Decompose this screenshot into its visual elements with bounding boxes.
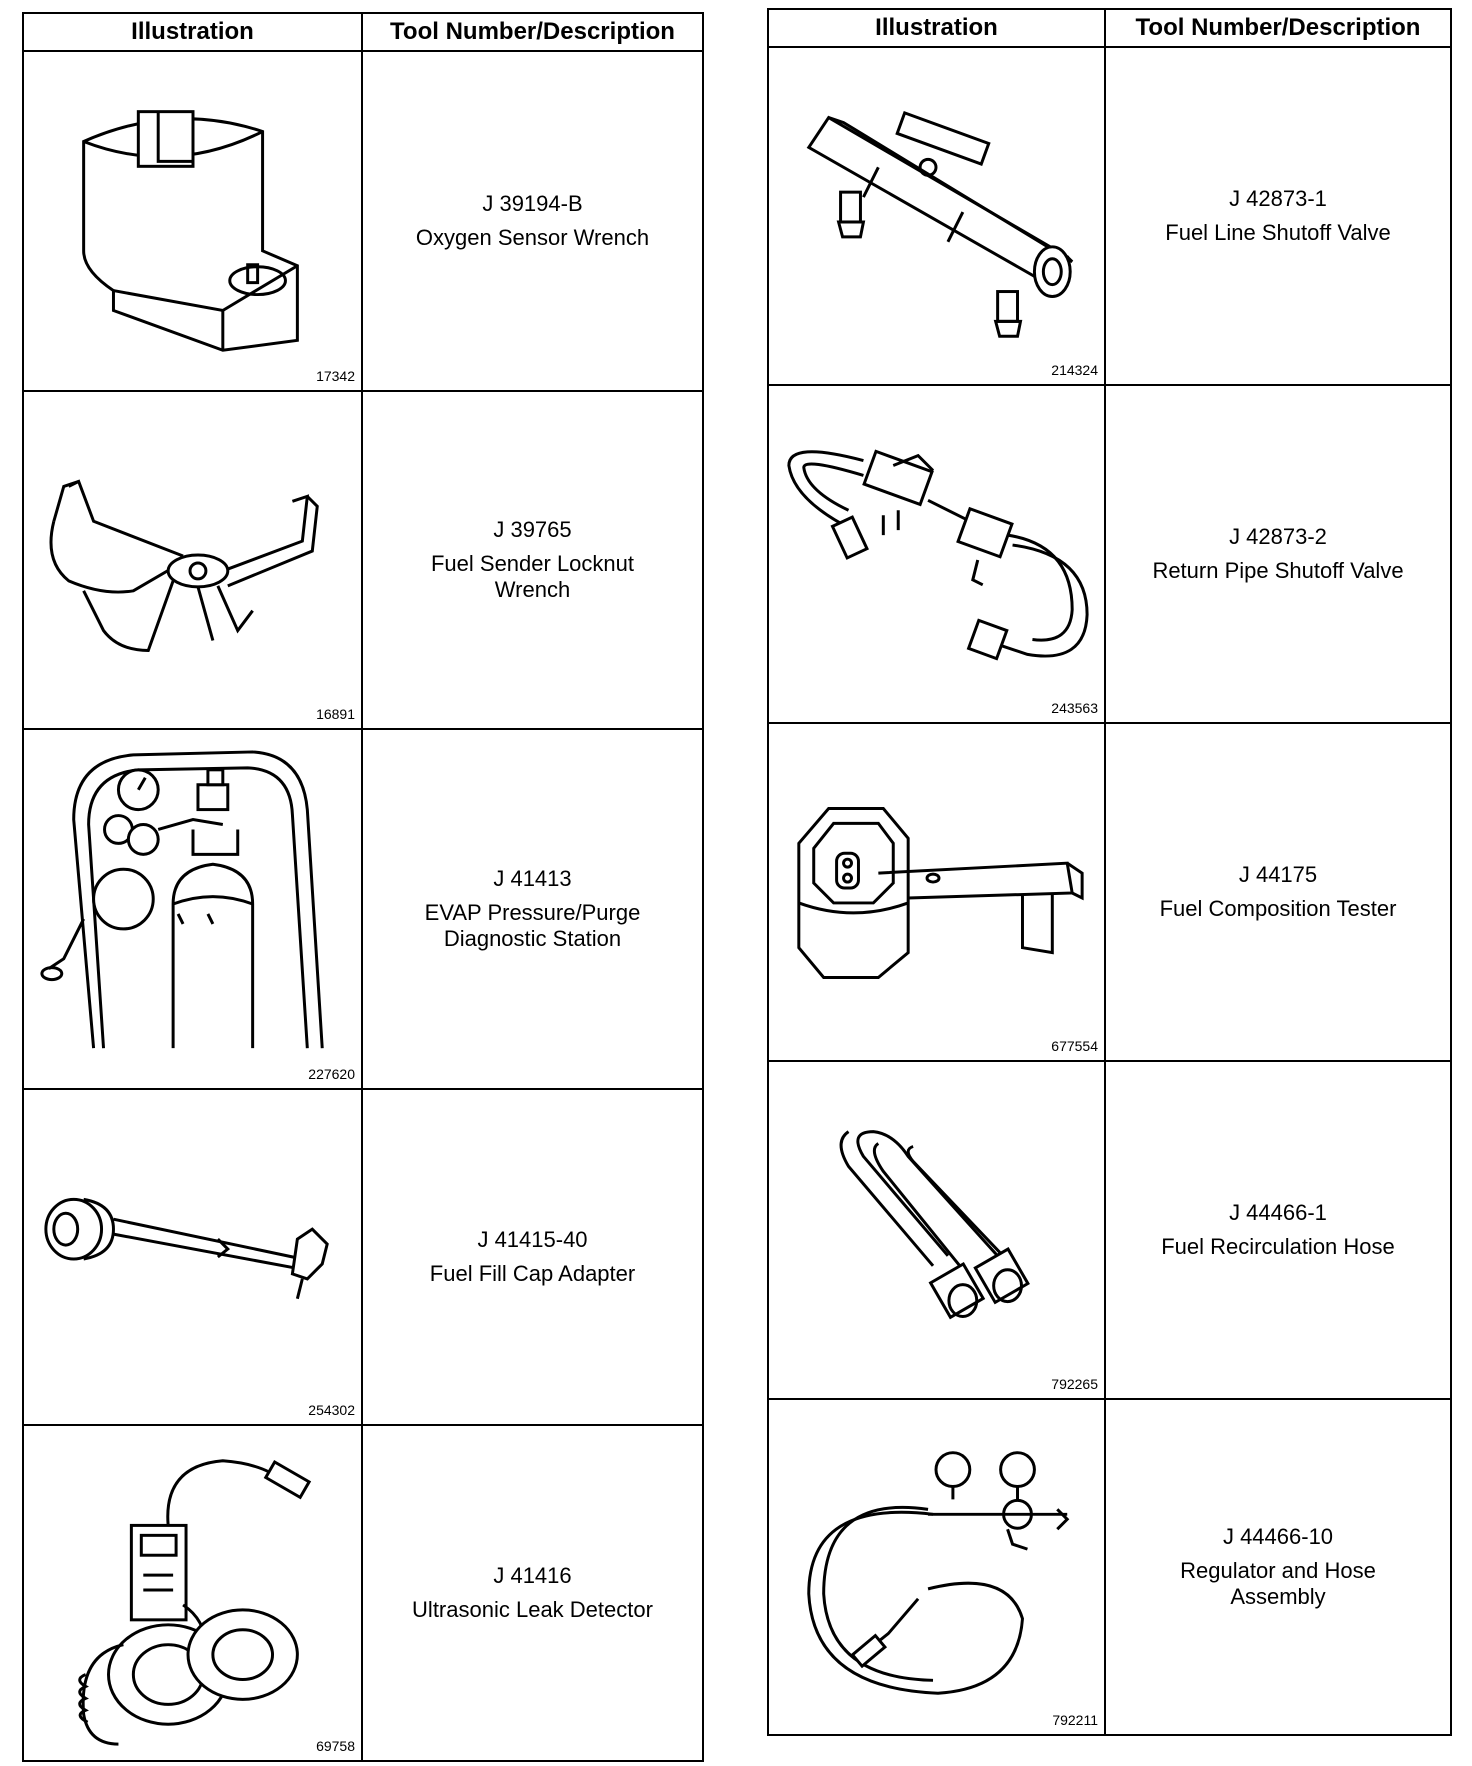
table-row: 677554 J 44175 Fuel Composition Tester [767, 722, 1452, 1062]
figure-number: 69758 [316, 1738, 355, 1754]
tool-description: Regulator and Hose Assembly [1180, 1558, 1376, 1609]
table-row: 214324 J 42873-1 Fuel Line Shutoff Valve [767, 46, 1452, 386]
figure-number: 254302 [308, 1402, 355, 1418]
tool-description-cell: J 39765 Fuel Sender Locknut Wrench [361, 390, 704, 730]
illustration-cell: 254302 [22, 1088, 363, 1426]
table-row: 792265 J 44466-1 Fuel Recirculation Hose [767, 1060, 1452, 1400]
tool-description-cell: J 41416 Ultrasonic Leak Detector [361, 1424, 704, 1762]
tool-description: Return Pipe Shutoff Valve [1152, 558, 1404, 583]
table-row: 16891 J 39765 Fuel Sender Locknut Wrench [22, 390, 704, 730]
figure-number: 792211 [1052, 1712, 1098, 1728]
return-pipe-shutoff-valve-illustration [787, 449, 1089, 661]
table-row: 17342 J 39194-B Oxygen Sensor Wrench [22, 50, 704, 392]
tool-number: J 41413 [493, 866, 572, 891]
table-row: 69758 J 41416 Ultrasonic Leak Detector [22, 1424, 704, 1762]
ultrasonic-leak-detector-illustration [78, 1459, 312, 1746]
regulator-hose-assembly-illustration [807, 1451, 1070, 1695]
illustration-cell: 214324 [767, 46, 1106, 386]
tool-number: J 44175 [1238, 862, 1318, 887]
tool-description-header: Tool Number/Description [1104, 8, 1452, 48]
tool-description-cell: J 44466-1 Fuel Recirculation Hose [1104, 1060, 1452, 1400]
illustration-cell: 16891 [22, 390, 363, 730]
tool-description-cell: J 42873-1 Fuel Line Shutoff Valve [1104, 46, 1452, 386]
illustration-cell: 792265 [767, 1060, 1106, 1400]
illustration-cell: 243563 [767, 384, 1106, 724]
left-tool-table: Illustration Tool Number/Description 173… [22, 12, 704, 1762]
illustration-header: Illustration [22, 12, 363, 52]
tool-number: J 41415-40 [477, 1227, 588, 1252]
tool-description-cell: J 44175 Fuel Composition Tester [1104, 722, 1452, 1062]
tool-number: J 39765 [493, 517, 572, 542]
fuel-line-shutoff-valve-illustration [806, 110, 1074, 338]
tool-number: J 39194-B [482, 191, 583, 216]
table-header-row: Illustration Tool Number/Description [767, 8, 1452, 48]
figure-number: 16891 [316, 706, 355, 722]
figure-number: 677554 [1051, 1038, 1098, 1054]
figure-number: 243563 [1051, 700, 1098, 716]
tool-number: J 41416 [493, 1563, 572, 1588]
tool-number: J 44466-10 [1222, 1524, 1334, 1549]
fuel-fill-cap-adapter-illustration [44, 1197, 329, 1300]
tool-number: J 44466-1 [1229, 1200, 1327, 1225]
illustration-cell: 227620 [22, 728, 363, 1090]
table-row: 227620 J 41413 EVAP Pressure/Purge Diagn… [22, 728, 704, 1090]
fuel-sender-locknut-wrench-illustration [49, 479, 319, 652]
fuel-recirculation-hose-illustration [839, 1130, 1030, 1320]
tool-description: Fuel Sender Locknut Wrench [430, 551, 635, 602]
figure-number: 792265 [1051, 1376, 1098, 1392]
tool-description: Fuel Recirculation Hose [1161, 1234, 1395, 1259]
tool-description: Fuel Fill Cap Adapter [429, 1261, 636, 1286]
evap-diagnostic-station-illustration [40, 750, 324, 1049]
tool-description: Ultrasonic Leak Detector [412, 1597, 653, 1622]
fuel-composition-tester-illustration [797, 807, 1084, 979]
tool-description-cell: J 39194-B Oxygen Sensor Wrench [361, 50, 704, 392]
illustration-header: Illustration [767, 8, 1106, 48]
oxygen-sensor-wrench-illustration [82, 110, 299, 352]
illustration-cell: 792211 [767, 1398, 1106, 1736]
tool-description-cell: J 42873-2 Return Pipe Shutoff Valve [1104, 384, 1452, 724]
tool-number: J 42873-2 [1229, 524, 1327, 549]
illustration-cell: 17342 [22, 50, 363, 392]
tool-description-cell: J 41415-40 Fuel Fill Cap Adapter [361, 1088, 704, 1426]
tool-description-cell: J 41413 EVAP Pressure/Purge Diagnostic S… [361, 728, 704, 1090]
tool-description-cell: J 44466-10 Regulator and Hose Assembly [1104, 1398, 1452, 1736]
figure-number: 17342 [316, 368, 355, 384]
tool-number: J 42873-1 [1229, 186, 1327, 211]
tool-description: Oxygen Sensor Wrench [415, 225, 650, 250]
tool-description: Fuel Line Shutoff Valve [1165, 220, 1391, 245]
table-row: 254302 J 41415-40 Fuel Fill Cap Adapter [22, 1088, 704, 1426]
tool-description: Fuel Composition Tester [1159, 896, 1397, 921]
figure-number: 227620 [308, 1066, 355, 1082]
tool-description: EVAP Pressure/Purge Diagnostic Station [424, 900, 641, 951]
illustration-cell: 69758 [22, 1424, 363, 1762]
figure-number: 214324 [1051, 362, 1098, 378]
tool-description-header: Tool Number/Description [361, 12, 704, 52]
table-row: 243563 J 42873-2 Return Pipe Shutoff Val… [767, 384, 1452, 724]
illustration-cell: 677554 [767, 722, 1106, 1062]
table-row: 792211 J 44466-10 Regulator and Hose Ass… [767, 1398, 1452, 1736]
table-header-row: Illustration Tool Number/Description [22, 12, 704, 52]
right-tool-table: Illustration Tool Number/Description 214… [767, 8, 1452, 1736]
